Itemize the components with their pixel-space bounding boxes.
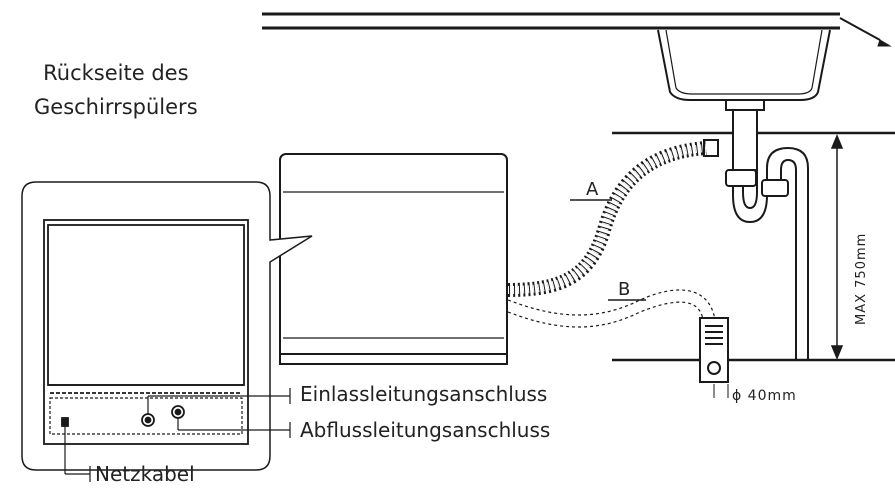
drain-hose-a [507, 141, 707, 297]
rear-view-title: Rückseite des Geschirrspülers [34, 56, 198, 124]
max-height-label: MAX 750mm [854, 233, 869, 325]
drain-label: Abflussleitungsanschluss [300, 418, 551, 442]
hose-b-label: B [618, 279, 630, 300]
rear-view-callout [21, 181, 313, 471]
power-cable-label: Netzkabel [95, 462, 195, 486]
standpipe [699, 317, 729, 398]
sink-basin [657, 29, 831, 111]
pipe-diameter-label: ϕ 40mm [732, 388, 797, 404]
countertop [262, 12, 892, 47]
leader-lines [64, 388, 291, 482]
siphon-pipe [703, 109, 809, 360]
dishwasher-unit [279, 153, 508, 365]
drain-hose-b [507, 289, 716, 328]
height-dimension [830, 134, 844, 360]
title-line-2: Geschirrspülers [34, 95, 198, 119]
inlet-label: Einlassleitungsanschluss [300, 382, 548, 406]
title-line-1: Rückseite des [43, 61, 189, 85]
hose-a-label: A [586, 179, 599, 200]
